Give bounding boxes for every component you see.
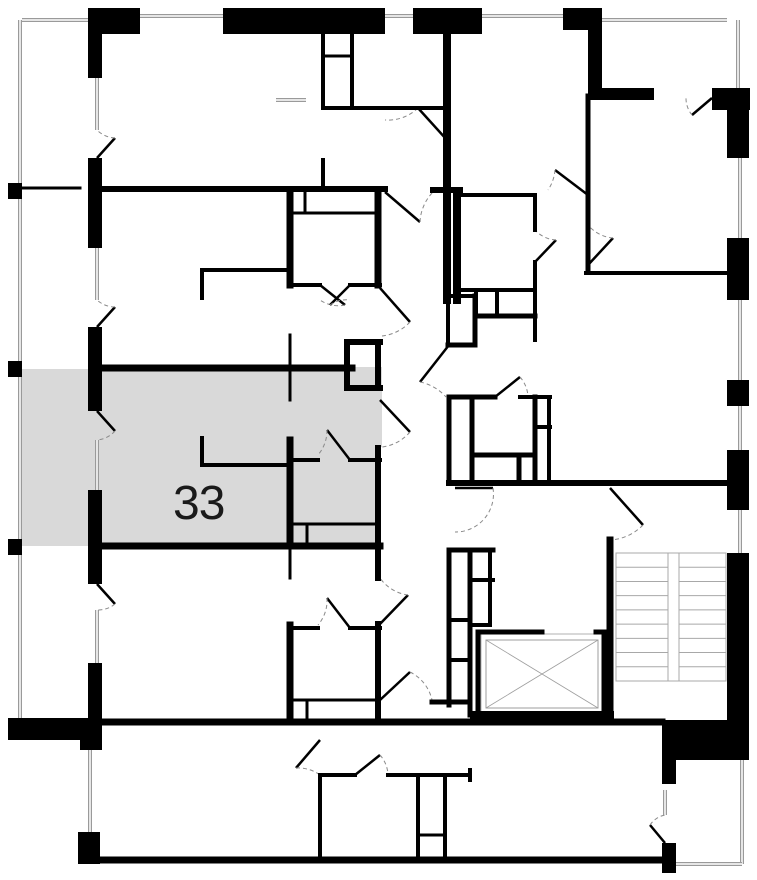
door-swing-arc xyxy=(96,129,116,139)
door-swing-arc xyxy=(547,169,556,191)
structural-wall xyxy=(223,8,385,34)
door-leaf xyxy=(554,169,589,196)
door-leaf xyxy=(354,754,381,776)
door-swing-arc xyxy=(381,321,411,337)
door-leaf xyxy=(96,410,116,432)
door-swing-arc xyxy=(609,524,644,541)
structural-wall xyxy=(8,361,22,377)
structural-wall xyxy=(588,88,654,100)
door-swing-arc xyxy=(96,430,116,441)
stair-outline xyxy=(615,552,727,682)
door-swing-arc xyxy=(379,577,409,596)
door-leaf xyxy=(379,671,411,701)
structural-wall xyxy=(662,720,749,760)
door-swing-arc xyxy=(319,299,346,307)
door-swing-arc xyxy=(409,671,433,701)
structural-wall xyxy=(727,553,749,733)
door-swing-arc xyxy=(381,431,411,448)
door-swing-arc xyxy=(96,299,116,308)
structural-wall xyxy=(727,380,749,406)
stairwell xyxy=(615,552,727,682)
door-leaf xyxy=(96,583,116,605)
elevator-cross xyxy=(485,639,599,709)
door-swing-arc xyxy=(685,97,693,116)
door-leaf xyxy=(649,824,666,844)
door-leaf xyxy=(379,594,409,625)
interior-walls xyxy=(20,30,730,864)
structural-wall xyxy=(8,539,22,555)
doors xyxy=(96,97,713,844)
windows xyxy=(18,14,744,866)
door-swing-arc xyxy=(649,814,666,826)
structural-wall xyxy=(88,490,102,584)
door-swing-arc xyxy=(317,597,328,626)
door-leaf xyxy=(609,487,644,526)
door-leaf xyxy=(319,284,346,306)
door-leaf xyxy=(326,597,351,629)
structural-wall xyxy=(88,663,102,723)
door-swing-arc xyxy=(329,299,351,306)
door-leaf xyxy=(379,287,411,323)
door-leaf xyxy=(534,239,557,263)
structural-wall xyxy=(727,450,749,510)
door-leaf xyxy=(329,284,351,306)
door-leaf xyxy=(417,107,448,141)
structural-wall xyxy=(8,718,100,740)
door-swing-arc xyxy=(419,381,447,398)
structural-wall xyxy=(727,88,749,158)
structural-wall xyxy=(588,8,602,96)
structural-wall xyxy=(8,183,22,199)
structural-wall xyxy=(88,158,102,248)
door-leaf xyxy=(96,137,116,159)
door-leaf xyxy=(587,237,614,266)
structural-wall xyxy=(662,843,676,873)
structural-wall xyxy=(727,238,749,300)
door-swing-arc xyxy=(96,603,116,611)
structural-walls xyxy=(8,8,750,873)
structural-wall xyxy=(413,8,482,34)
door-leaf xyxy=(494,376,521,398)
door-swing-arc xyxy=(419,191,434,223)
structural-wall xyxy=(88,8,102,78)
door-leaf xyxy=(96,306,116,328)
structural-wall xyxy=(78,832,100,864)
door-leaf xyxy=(691,97,713,116)
structural-wall xyxy=(80,718,102,750)
door-leaf xyxy=(326,429,351,461)
door-swing-arc xyxy=(454,487,494,533)
door-leaf xyxy=(419,344,450,383)
elevator-car xyxy=(485,639,599,709)
door-leaf xyxy=(384,191,421,223)
door-swing-arc xyxy=(587,224,614,239)
door-leaf xyxy=(379,399,411,433)
structural-wall xyxy=(662,720,676,784)
structural-wall xyxy=(88,327,102,411)
door-swing-arc xyxy=(317,429,328,456)
door-leaf xyxy=(295,739,321,769)
